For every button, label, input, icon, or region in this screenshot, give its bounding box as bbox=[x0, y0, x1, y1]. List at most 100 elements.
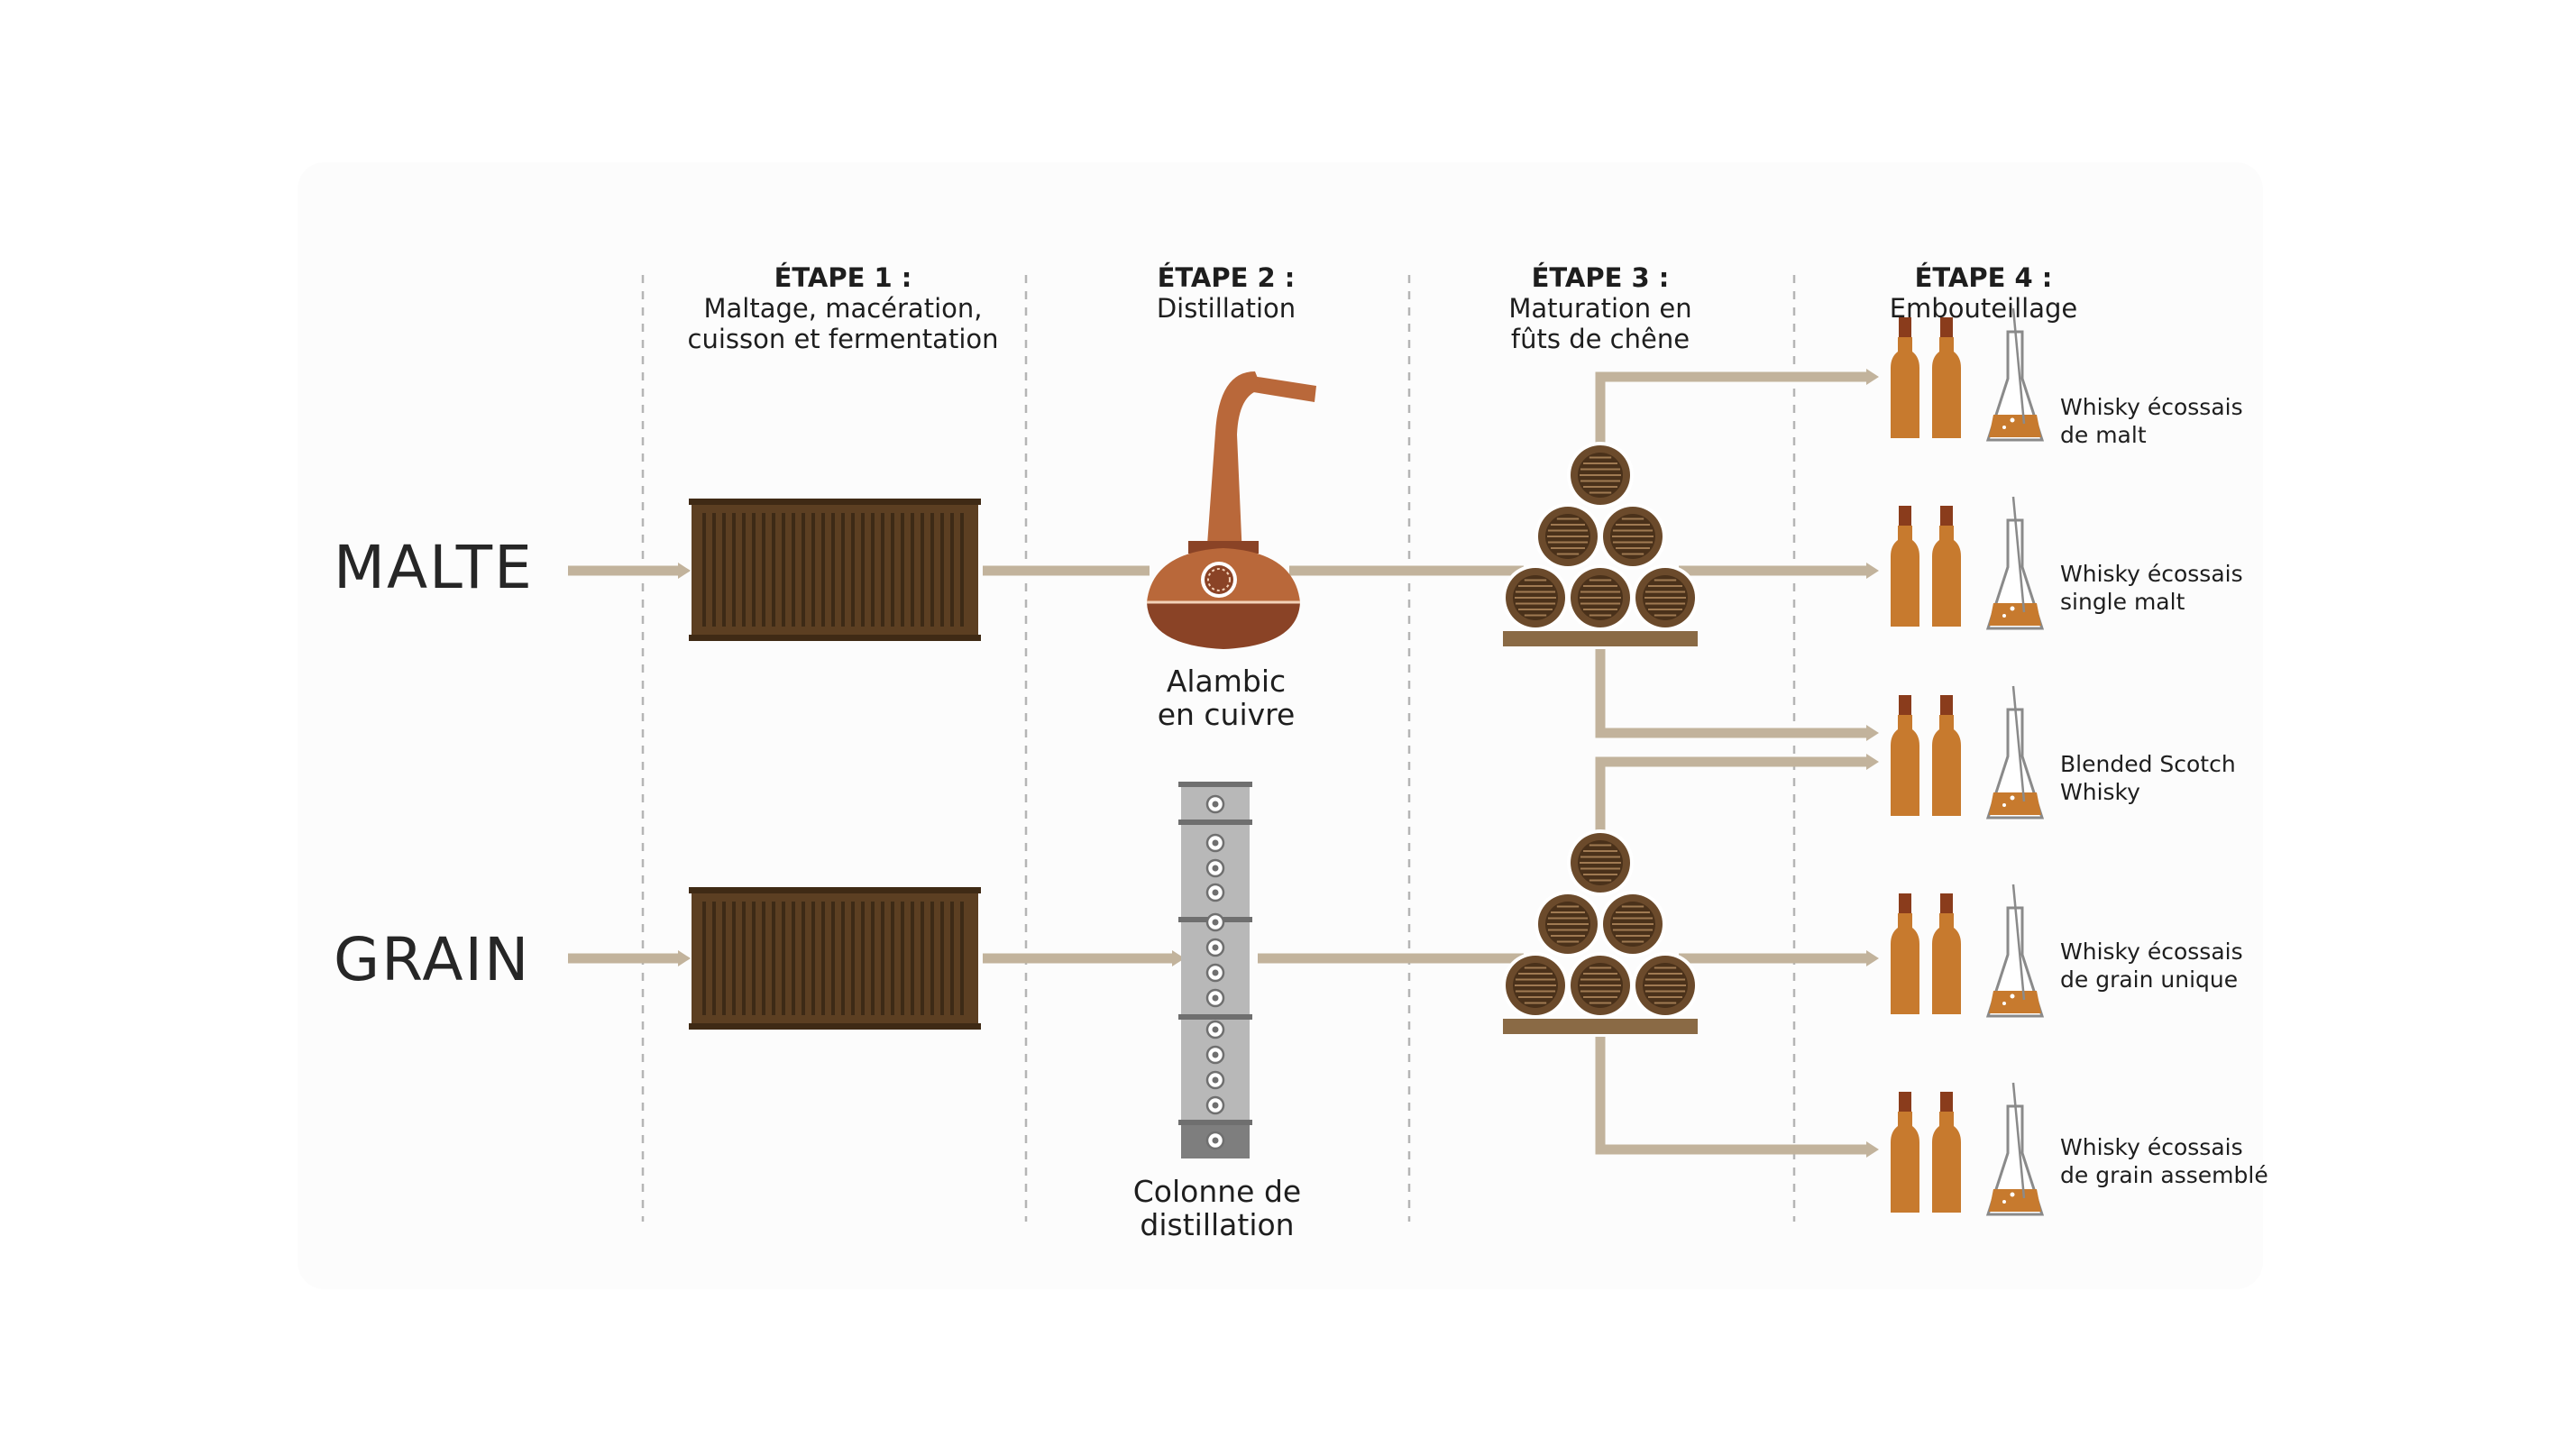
bottle-cap bbox=[1899, 317, 1911, 339]
glass-outline bbox=[1985, 906, 2045, 1018]
manhole-rivets bbox=[1207, 568, 1231, 591]
flow-grain-to-blended-grain-arrowhead bbox=[1866, 1141, 1879, 1158]
barrel-stack-icon-grain bbox=[1502, 829, 1699, 1034]
bubble bbox=[2010, 994, 2015, 999]
bottle-cap bbox=[1940, 317, 1953, 339]
bubble bbox=[2015, 594, 2020, 600]
pipette bbox=[2011, 685, 2026, 802]
column-porthole-center bbox=[1212, 889, 1219, 896]
stage-3-step: ÉTAPE 3 : bbox=[1531, 262, 1670, 293]
bubble bbox=[2010, 795, 2015, 801]
glass-outline bbox=[1985, 518, 2045, 630]
bottle-body bbox=[1932, 337, 1961, 438]
stage-2-header: ÉTAPE 2 : Distillation bbox=[1046, 262, 1406, 324]
stage-3-header: ÉTAPE 3 : Maturation en fûts de chêne bbox=[1420, 262, 1781, 354]
nosing-glass-icon bbox=[1985, 496, 2045, 630]
stage-4-step: ÉTAPE 4 : bbox=[1914, 262, 2053, 293]
product-icons-blended bbox=[1891, 685, 2045, 820]
bubble bbox=[2015, 1180, 2020, 1186]
flow-grain-to-blended-grain bbox=[1595, 1037, 1866, 1155]
column-porthole-center bbox=[1212, 1051, 1219, 1058]
product-icons-single-grain bbox=[1891, 884, 2045, 1018]
column-porthole-center bbox=[1212, 1076, 1219, 1084]
glass-outline bbox=[1985, 330, 2045, 442]
row-label-grain: GRAIN bbox=[334, 925, 531, 994]
product-icons-single-malt bbox=[1891, 496, 2045, 630]
product-label-blended-grain: Whisky écossais de grain assemblé bbox=[2060, 1134, 2268, 1188]
column-still-label: Colonne de distillation bbox=[1132, 1174, 1302, 1242]
vat-bottom-rim bbox=[689, 1023, 981, 1030]
bubble bbox=[2015, 783, 2020, 789]
process-icons bbox=[689, 307, 2045, 1216]
vat-bottom-rim bbox=[689, 635, 981, 641]
stage-1-desc: Maltage, macération, cuisson et fermenta… bbox=[687, 293, 999, 354]
bottle-body bbox=[1932, 526, 1961, 627]
column-band bbox=[1178, 1120, 1252, 1125]
mash-tun-icon-malt bbox=[689, 499, 981, 641]
flow-malt-in-arrowhead bbox=[678, 563, 691, 579]
stage-1-step: ÉTAPE 1 : bbox=[774, 262, 912, 293]
column-band bbox=[1178, 1014, 1252, 1020]
bottle-body bbox=[1932, 1112, 1961, 1213]
flow-grain-to-blend-arrowhead bbox=[1866, 754, 1879, 770]
mash-tun-icon-grain bbox=[689, 887, 981, 1030]
glass-outline bbox=[1985, 1104, 2045, 1216]
manhole bbox=[1205, 565, 1233, 594]
column-porthole-center bbox=[1212, 801, 1219, 808]
bottle-body bbox=[1891, 337, 1919, 438]
column-porthole-center bbox=[1212, 994, 1219, 1002]
pipette bbox=[2011, 1082, 2026, 1199]
flow-grain-to-single-grain-arrowhead bbox=[1866, 950, 1879, 966]
bottle-cap bbox=[1899, 506, 1911, 527]
column-porthole-center bbox=[1212, 1137, 1219, 1144]
nosing-glass-icon bbox=[1985, 1082, 2045, 1216]
flow-grain-to-blend bbox=[1595, 756, 1866, 847]
flow-grain-in-arrowhead bbox=[678, 950, 691, 966]
flow-malt-to-malt bbox=[1595, 371, 1866, 455]
pipette bbox=[2011, 307, 2026, 425]
bottle-body bbox=[1891, 913, 1919, 1014]
nosing-glass-icon bbox=[1985, 884, 2045, 1018]
column-porthole-center bbox=[1212, 969, 1219, 976]
barrel-stack-icon-malt bbox=[1502, 442, 1699, 646]
column-porthole-center bbox=[1212, 944, 1219, 951]
pipette bbox=[2011, 884, 2026, 1001]
bottle-body bbox=[1932, 913, 1961, 1014]
column-porthole-center bbox=[1212, 1102, 1219, 1109]
column-porthole-center bbox=[1212, 1026, 1219, 1033]
swan-neck bbox=[1206, 371, 1262, 557]
stage-2-step: ÉTAPE 2 : bbox=[1157, 262, 1296, 293]
column-porthole-center bbox=[1212, 865, 1219, 872]
flow-grain-to-column-arrowhead bbox=[1172, 950, 1185, 966]
stage-4-desc: Embouteillage bbox=[1889, 293, 2078, 324]
product-label-single-grain: Whisky écossais de grain unique bbox=[2060, 939, 2243, 993]
bubble bbox=[2010, 606, 2015, 611]
glass-liquid bbox=[1989, 1189, 2041, 1212]
flow-malt-to-blend bbox=[1595, 649, 1866, 738]
bottle-body bbox=[1891, 715, 1919, 816]
barrel-rack bbox=[1503, 631, 1698, 646]
bubble bbox=[2010, 417, 2015, 423]
column-band bbox=[1178, 782, 1252, 787]
column-band bbox=[1178, 820, 1252, 825]
stage-2-desc: Distillation bbox=[1156, 293, 1296, 324]
bubble bbox=[2015, 982, 2020, 987]
glass-liquid bbox=[1989, 415, 2041, 437]
glass-liquid bbox=[1989, 792, 2041, 815]
bubble bbox=[2015, 406, 2020, 411]
bottle-body bbox=[1891, 526, 1919, 627]
product-label-blended: Blended Scotch Whisky bbox=[2060, 751, 2236, 805]
stage-1-header: ÉTAPE 1 : Maltage, macération, cuisson e… bbox=[663, 262, 1023, 354]
bubble bbox=[2002, 1002, 2006, 1005]
product-icons-blended-grain bbox=[1891, 1082, 2045, 1216]
column-porthole-center bbox=[1212, 839, 1219, 847]
bubble bbox=[2002, 614, 2006, 618]
column-still-icon bbox=[1178, 782, 1252, 1158]
stage-dividers bbox=[641, 275, 1796, 1222]
nosing-glass-icon bbox=[1985, 685, 2045, 820]
glass-liquid bbox=[1989, 603, 2041, 626]
pot-still-icon bbox=[1147, 371, 1316, 649]
bubble bbox=[2010, 1192, 2015, 1197]
glass-outline bbox=[1985, 708, 2045, 820]
